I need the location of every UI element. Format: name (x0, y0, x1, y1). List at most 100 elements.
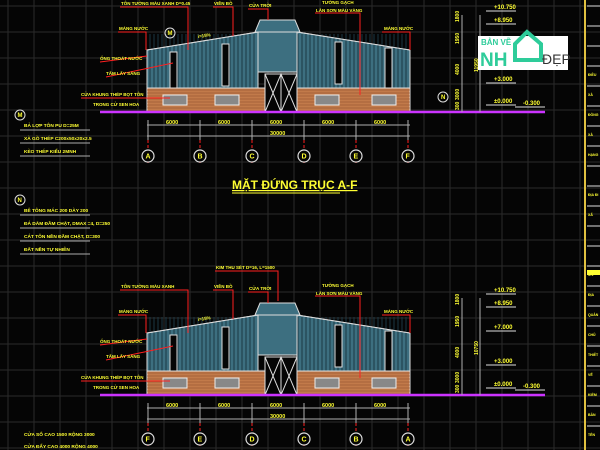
drawing-title: MẶT ĐỨNG TRỤC A-F (232, 177, 358, 192)
window (214, 94, 240, 106)
span-dimension: 6000 (218, 403, 230, 409)
level-mark: -0.300 (523, 384, 541, 390)
axis-label-A: A (146, 154, 151, 161)
table-cell: XÃ (588, 212, 593, 217)
roof-slope-label: i=15% (197, 315, 210, 322)
vertical-dimension: 1800 (455, 11, 461, 22)
logo-text-1: BẢN VẼ (481, 38, 512, 47)
span-dimension: 6000 (322, 403, 334, 409)
label-brick-wall-2: LĂN SƠN MÀU VÀNG (316, 290, 363, 296)
level-mark: +3.000 (494, 359, 513, 365)
note-line: BÊ TÔNG MÁC 200 DÀY 200 (24, 206, 88, 214)
axis-bubble (245, 149, 259, 163)
light-panel (221, 326, 230, 370)
level-mark: +10.750 (494, 288, 517, 294)
vertical-dimension: 3000 (455, 89, 461, 100)
table-cell: ĐỊA ĐI (588, 193, 598, 197)
axis-bubble (401, 432, 415, 446)
axis-label-D: D (250, 437, 255, 444)
leader-downpipe (99, 338, 148, 346)
leader-lightning-rod (215, 270, 279, 301)
label-skylight: CỬA TRỜI (249, 284, 271, 291)
note-line: CÁT TÔN NỀN ĐẦM CHẶT, D=300 (24, 232, 100, 240)
axis-label-C: C (250, 154, 255, 161)
note-marker (14, 109, 26, 121)
leader-gutter-left (118, 31, 147, 50)
table-cell: TÊN (588, 432, 595, 437)
table-cell: QUẢN (588, 312, 599, 317)
span-dimension: 6000 (374, 120, 386, 126)
skylight-monitor (254, 302, 301, 316)
axis-bubble (297, 432, 311, 446)
table-cell: XÂ (588, 132, 593, 137)
leader-skylight (248, 8, 269, 20)
note-line: ĐÁ DĂM ĐẦM CHẶT, DMAX =4, D=250 (24, 220, 110, 227)
gable-center (257, 314, 298, 356)
label-brick-wall-1: TƯỜNG GẠCH (322, 0, 354, 5)
axis-label-B: B (198, 154, 203, 161)
window (314, 377, 340, 389)
opening-note: CỬA SỔ CAO 1500 RỘNG 3000 (24, 430, 95, 438)
total-dimension: 30000 (270, 131, 285, 137)
table-cell: ĐỊA (588, 293, 595, 297)
window (214, 377, 240, 389)
section-marker-label: M (168, 31, 173, 37)
level-mark: +8.950 (494, 18, 513, 24)
axis-bubble (349, 149, 363, 163)
note-marker-label: M (18, 113, 23, 119)
watermark-logo: BẢN VẼ NH ĐẸP (478, 29, 571, 71)
axis-bubble (349, 432, 363, 446)
vertical-dimension: 4000 (455, 347, 461, 358)
leader-light-panel (105, 62, 174, 78)
leader-downpipe (99, 55, 148, 63)
axis-bubble (193, 149, 207, 163)
leader-light-panel (105, 345, 174, 361)
table-cell: THIẾT (588, 352, 599, 357)
window (162, 377, 188, 389)
span-dimension: 6000 (322, 120, 334, 126)
logo-text-2: NH (480, 50, 507, 71)
vertical-dimension: 3000 (455, 372, 461, 383)
leader-gutter-left (118, 314, 147, 333)
table-cell: ĐIỀU (588, 72, 597, 77)
note-line: BẢ LỢP TÔN PU D=25M (24, 121, 79, 129)
label-window-1: CỬA KHUNG THÉP BỌT TÔN (81, 373, 143, 380)
axis-bubble (193, 432, 207, 446)
vertical-dimension: 1950 (455, 33, 461, 44)
vertical-dimension: 300 (455, 384, 461, 393)
window (371, 94, 397, 106)
window (162, 94, 188, 106)
axis-label-A: A (406, 437, 411, 444)
note-marker-label: N (18, 198, 22, 204)
table-cell: VẼ (588, 372, 593, 377)
skylight-monitor (254, 19, 301, 33)
label-gutter-right: MÁNG NƯỚC (384, 307, 414, 314)
level-mark: ±0.000 (494, 382, 513, 388)
table-cell: HẠNG (588, 153, 599, 157)
label-gutter-right: MÁNG NƯỚC (384, 24, 414, 31)
total-dimension: 30000 (270, 414, 285, 420)
label-wall-sheet: TÔN TƯỜNG MÀU XANH D=0.45 (121, 0, 191, 6)
level-mark: +10.750 (494, 5, 517, 11)
axis-label-E: E (198, 437, 203, 444)
span-dimension: 6000 (270, 120, 282, 126)
label-trim: VIỀN BỒ (214, 0, 233, 6)
note-line: ĐẤT NỀN TỰ NHIÊN (24, 245, 70, 253)
vertical-dimension: 1950 (455, 316, 461, 327)
axis-label-D: D (302, 154, 307, 161)
leader-trim (213, 289, 234, 319)
axis-bubble (141, 432, 155, 446)
span-dimension: 6000 (166, 120, 178, 126)
label-window-1: CỬA KHUNG THÉP BỌT TÔN (81, 90, 143, 97)
total-height-dimension: 10750 (474, 341, 480, 355)
leader-brick-wall (315, 295, 361, 378)
label-wall-sheet: TÔN TƯỜNG MÀU XANH (121, 282, 174, 289)
label-brick-wall-2: LĂN SƠN MÀU VÀNG (316, 7, 363, 13)
span-dimension: 6000 (374, 403, 386, 409)
axis-bubble (297, 149, 311, 163)
label-trim: VIỀN BỒ (214, 283, 233, 289)
label-gutter-left: MÁNG NƯỚC (119, 24, 149, 31)
table-cell: BẢN (588, 412, 596, 417)
